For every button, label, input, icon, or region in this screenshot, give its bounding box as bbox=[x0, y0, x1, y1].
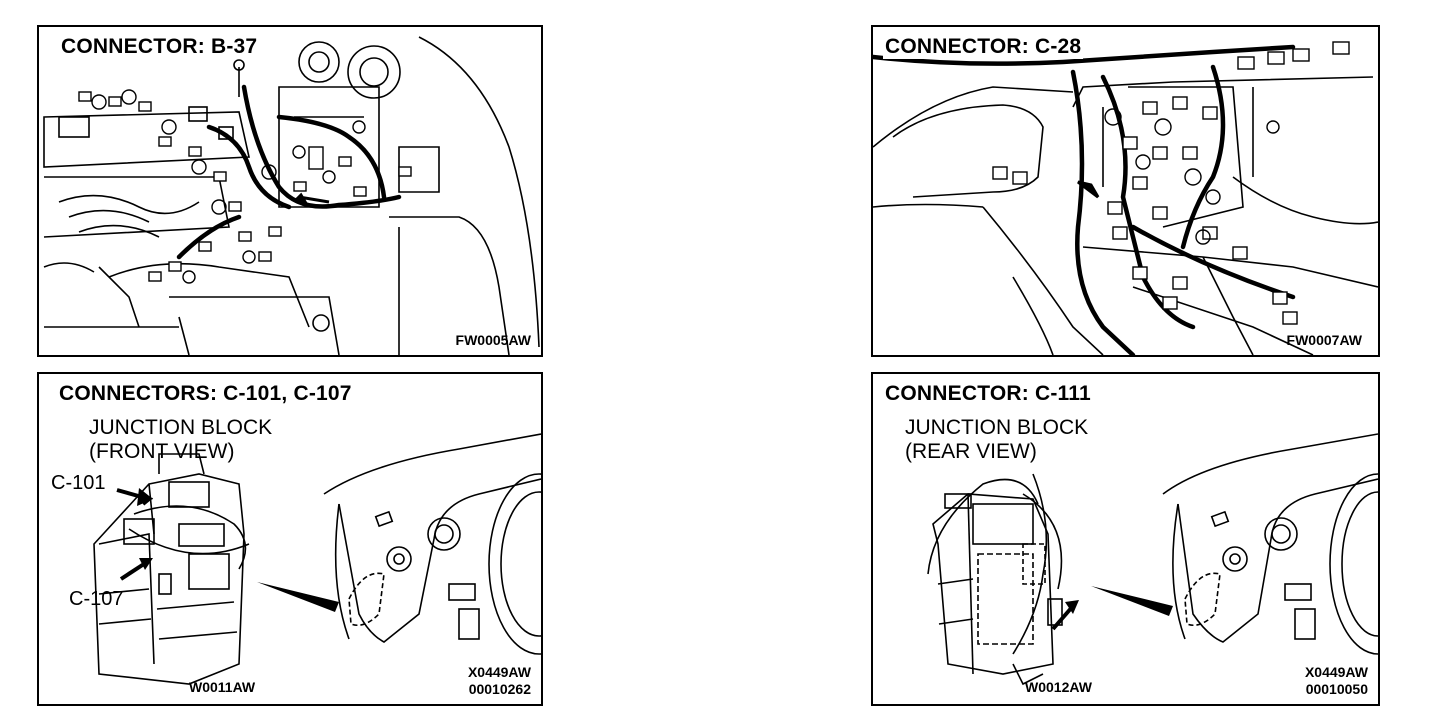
pointer-triangle bbox=[1091, 586, 1173, 616]
figure-code: X0449AW 00010262 bbox=[468, 664, 531, 698]
figure-code-line-1: X0449AW bbox=[1304, 664, 1368, 680]
figure-code: FW0005AW bbox=[455, 332, 531, 348]
view-label: (REAR VIEW) bbox=[905, 440, 1037, 463]
figure-code-line-2: 00010050 bbox=[1305, 681, 1368, 697]
panel-connector-b37: CONNECTOR: B-37 FW0005AW bbox=[37, 25, 543, 357]
panel-connector-c28: CONNECTOR: C-28 FW0007AW bbox=[871, 25, 1380, 357]
panel-title: CONNECTOR: C-111 bbox=[883, 382, 1093, 406]
panel-title: CONNECTOR: B-37 bbox=[59, 35, 260, 59]
figure-code: X0449AW 00010050 bbox=[1305, 664, 1368, 698]
pointer-triangle bbox=[257, 582, 339, 612]
figure-code: FW0007AW bbox=[1286, 332, 1362, 348]
figure-code-line-2: 00010262 bbox=[468, 681, 531, 697]
figure-code-line-1: X0449AW bbox=[467, 664, 531, 680]
figure-code-left: W0012AW bbox=[1025, 679, 1092, 695]
panel-connectors-c101-c107: CONNECTORS: C-101, C-107 JUNCTION BLOCK … bbox=[37, 372, 543, 706]
figure-code-left: W0011AW bbox=[189, 679, 256, 695]
callout-c107: C-107 bbox=[69, 588, 124, 610]
panel-title: CONNECTORS: C-101, C-107 bbox=[57, 382, 354, 406]
pointer-arrow bbox=[1077, 180, 1100, 199]
dashboard-harness-illustration bbox=[873, 41, 1378, 355]
junction-block-rear-illustration bbox=[927, 433, 1378, 686]
pointer-arrow bbox=[294, 192, 330, 207]
junction-block-label: JUNCTION BLOCK bbox=[905, 416, 1089, 439]
c111-arrow bbox=[1051, 604, 1075, 631]
junction-block-front-illustration bbox=[93, 433, 541, 685]
engine-bay-illustration bbox=[43, 36, 540, 355]
panel-connector-c111: CONNECTOR: C-111 JUNCTION BLOCK (REAR VI… bbox=[871, 372, 1380, 706]
callout-c101: C-101 bbox=[51, 472, 106, 494]
panel-title: CONNECTOR: C-28 bbox=[883, 35, 1084, 59]
junction-block-label: JUNCTION BLOCK bbox=[89, 416, 273, 439]
view-label: (FRONT VIEW) bbox=[89, 440, 235, 463]
